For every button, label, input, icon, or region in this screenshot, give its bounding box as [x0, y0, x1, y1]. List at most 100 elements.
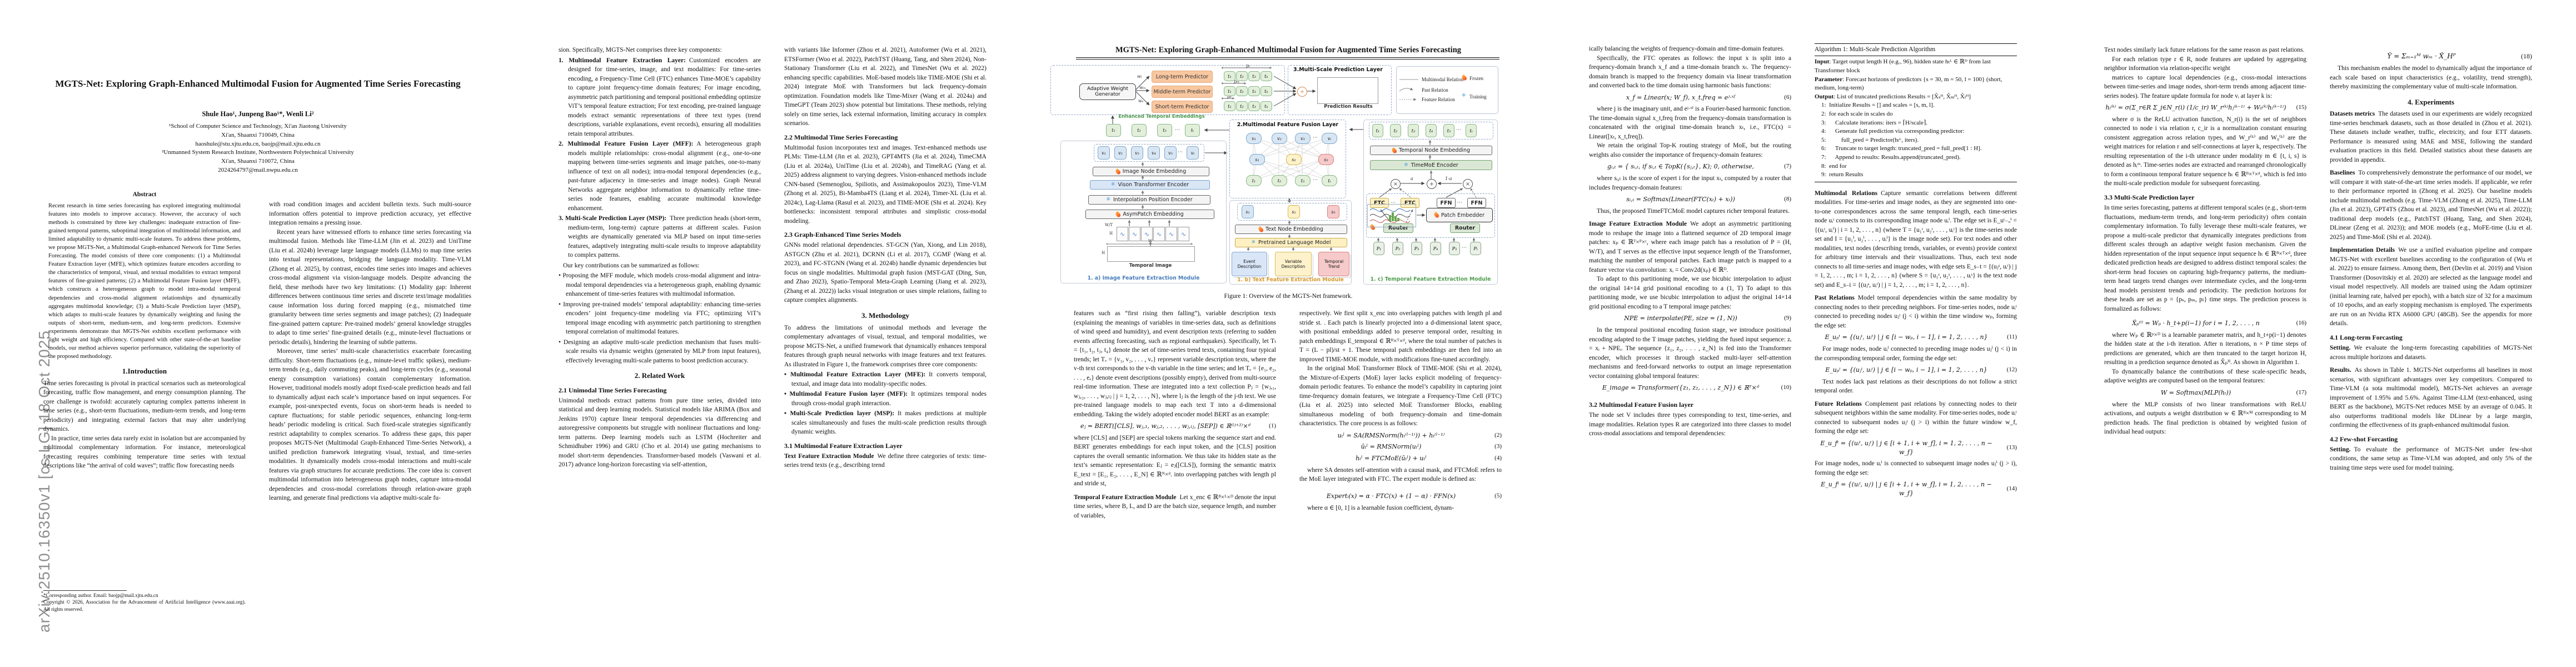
paragraph: where j is the imaginary unit, and eʲ·ˣᶠ…: [1589, 106, 1791, 140]
equation-body: E_u_fⁱ = {(uᵢⁱ, uⱼⁱ) | j ∈ [i + 1, i + w…: [1821, 481, 1992, 497]
token: t₂: [1236, 71, 1248, 81]
equation-body: sᵢ,ₜ = Softmax(Linear(FTC(xₜ) + xₜ)): [1626, 196, 1735, 203]
snowflake-icon: ❄: [1106, 197, 1110, 202]
bar-label: Text Node Embedding: [1265, 226, 1323, 232]
image-patch: ∿: [1165, 227, 1177, 241]
token: P₃: [1411, 242, 1422, 255]
bar-label: FFN: [1440, 200, 1452, 206]
paragraph: For each relation type r ∈ R, node featu…: [2104, 56, 2306, 72]
paragraph: Setting.To evaluate the performance of M…: [2330, 445, 2532, 473]
timemoe-encoder-bar: ❄TimeMoE Encoder: [1370, 160, 1492, 170]
ellipsis: ⋯: [1462, 245, 1467, 251]
paragraph: To dynamically balance the contributions…: [2104, 368, 2306, 385]
subsection-heading: 3.2 Multimodal Feature Fusion layer: [1589, 400, 1694, 409]
temporal-image-plot: [1107, 246, 1195, 262]
middle-term-predictor-box: Middle-term Predictor: [1152, 86, 1213, 98]
bar-label: Interpolation Position Encoder: [1113, 197, 1193, 203]
token: t₂: [1390, 124, 1401, 137]
algorithm-text: : Forecast horizons of predictors {s = 3…: [1815, 76, 2004, 92]
figure-caption: Figure 1: Overview of the MGTS-Net frame…: [1224, 293, 1353, 300]
footnote-rule: [43, 590, 127, 591]
equation-16: X̂ₚ⁽ⁱ⁾ = Wₚ · h_t+p(i−1) for i = 1, 2, .…: [2104, 319, 2306, 328]
raw-series-stack: [1367, 204, 1416, 227]
paragraph: This mechanism enables the model to dyna…: [2330, 65, 2532, 91]
paragraph: For image nodes, node uᵢⁱ is connected t…: [1815, 460, 2017, 476]
page-5: Text nodes similarly lack future relatio…: [2061, 0, 2576, 667]
token: v₄: [1148, 146, 1160, 160]
page4-column-left: ically balancing the weights of frequenc…: [1589, 44, 1791, 439]
paragraph: In practice, time series data rarely exi…: [43, 435, 246, 470]
paragraph-text: We use a unified evaluation pipeline and…: [2330, 247, 2532, 327]
paragraph: ically balancing the weights of frequenc…: [1589, 46, 1785, 52]
image-module-panel: 1. a) Image Feature Extraction Module: [1060, 141, 1227, 283]
paragraph-lead: Multimodal Relations: [1815, 190, 1878, 197]
equation-number: (7): [1784, 163, 1791, 170]
graph-node: t₁: [1246, 175, 1262, 186]
paragraph-text: Model temporal dependencies within the s…: [1815, 295, 2017, 329]
paragraph: For image nodes, node uᵢⁱ connected to p…: [1815, 346, 2017, 362]
page2-column-right: with variants like Informer (Zhou et al.…: [784, 46, 986, 470]
token: t₃: [1248, 101, 1260, 111]
item-lead: 3. Multi-Scale Prediction Layer (MSP):: [559, 215, 667, 222]
equation-14: E_u_fⁱ = {(uᵢⁱ, uⱼⁱ) | j ∈ [i + 1, i + w…: [1815, 480, 2017, 498]
equation-3: ūₜˡ = RMSNorm(uₜˡ)(3): [1299, 442, 1502, 451]
paragraph-lead: Past Relations: [1815, 295, 1855, 302]
paragraph: Time series forecasting is pivotal in pr…: [43, 380, 246, 433]
algorithm-text: : Target output length H (e.g., 96), hid…: [1815, 58, 1992, 74]
token: t₅: [1443, 124, 1454, 137]
bullet-text: It optimizes temporal nodes through cros…: [791, 391, 986, 407]
temporal-module-caption: 1. c) Temporal Feature Extraction Module: [1370, 276, 1491, 282]
dimension-label-h: H: [1109, 231, 1113, 236]
token: P₄: [1430, 242, 1441, 255]
equation-1: eⱼ = BERT([CLS], wⱼ,₁, wⱼ,₂, . . . , wⱼ,…: [1074, 422, 1276, 431]
figure-legend: [1396, 66, 1498, 114]
equation-body: uₜˡ = SA(RMSNorm(hₜ⁽ˡ⁻¹⁾)) + hₜ⁽ˡ⁻¹⁾: [1337, 431, 1445, 439]
temporal-image-label: Temporal Image: [1129, 263, 1172, 268]
graph-node: v₂: [1272, 133, 1287, 144]
flame-icon: [1114, 211, 1122, 218]
page5-column-right: Ŷ = Σₘ₌₁ᴹ wₘ · X̂_Hᴾ(18) This mechanism …: [2330, 49, 2532, 472]
equation-number: (1): [1269, 422, 1276, 429]
authors: Shule Hao¹, Junpeng Bao¹*, Wenli Li²: [202, 110, 314, 118]
equation-5: Expertᵢ(x) = α · FTC(x) + (1 − α) · FFN(…: [1299, 492, 1502, 501]
paragraph: GNNs model relational dependencies. ST-G…: [784, 242, 986, 304]
ellipsis: ⋯: [1178, 150, 1183, 155]
page1-column-right: with road condition images and accident …: [269, 200, 471, 503]
item-text: Customized encoders are designed for tim…: [568, 57, 761, 137]
token: vₜ: [1187, 146, 1199, 160]
legend-training: Training: [1469, 94, 1487, 99]
image-patch: ∿: [1117, 227, 1128, 241]
flame-icon: [1391, 147, 1398, 154]
equation-7: gᵢ,ₜ = { sᵢ,ₜ, if sᵢ,ₜ ∈ TopK({sⱼ,ₜ}, K)…: [1589, 162, 1791, 171]
token: P₅: [1449, 242, 1460, 255]
affiliation-line: 2024264797@mail.nwpu.edu.cn: [218, 167, 298, 174]
affiliation-line: ¹School of Computer Science and Technolo…: [169, 123, 347, 130]
page1-column-left: Abstract Recent research in time series …: [43, 190, 246, 471]
equation-number: (12): [2006, 366, 2017, 374]
subsection-heading: 3.1 Multimodal Feature Extraction Layer: [784, 441, 903, 450]
equation-17: W = Softmax(MLP(hₜ))(17): [2104, 389, 2306, 397]
bar-label: Patch Embedder: [1441, 212, 1485, 218]
msp-predictor-panel: [1050, 65, 1285, 115]
bar-label: Pretrained Language Model: [1258, 240, 1331, 246]
subsection-heading: 3.3 Multi-Scale Prediction layer: [2104, 193, 2195, 201]
token: t₂: [1132, 124, 1147, 137]
paragraph: with variants like Informer (Zhou et al.…: [784, 47, 986, 127]
bar-label: Vison Transformer Encoder: [1118, 182, 1189, 188]
paragraph-lead: Results.: [2330, 367, 2351, 374]
affiliation-line: ²Unmanned System Research Institute, Nor…: [162, 149, 354, 156]
multiply-operator-icon: ×: [1391, 179, 1401, 189]
section-heading: 1.Introduction: [122, 367, 167, 376]
equation-6: x_f = Linear(x; W_f), x_t,freq = eʲ·ˣᶠ(6…: [1589, 93, 1791, 102]
equation-number: (9): [1784, 315, 1791, 322]
image-token-box: [1094, 144, 1204, 162]
bar-label: AsymPatch Embedding: [1123, 211, 1184, 217]
paragraph: In time series forecasting, patterns at …: [2104, 205, 2306, 312]
paragraph-lead: Image Feature Extraction Module: [1589, 221, 1687, 228]
equation-13: E_u_fᵗ = {(uᵢᵗ, uⱼᵗ) | j ∈ [i + 1, i + w…: [1815, 439, 2017, 457]
bullet-item: • Proposing the MFF module, which models…: [559, 272, 761, 297]
subsection-heading: 2.3 Graph-Enhanced Time Series Models: [784, 231, 901, 239]
weight-label-ws: wₛ: [1138, 98, 1144, 103]
graph-node: tₜ: [1322, 175, 1337, 186]
